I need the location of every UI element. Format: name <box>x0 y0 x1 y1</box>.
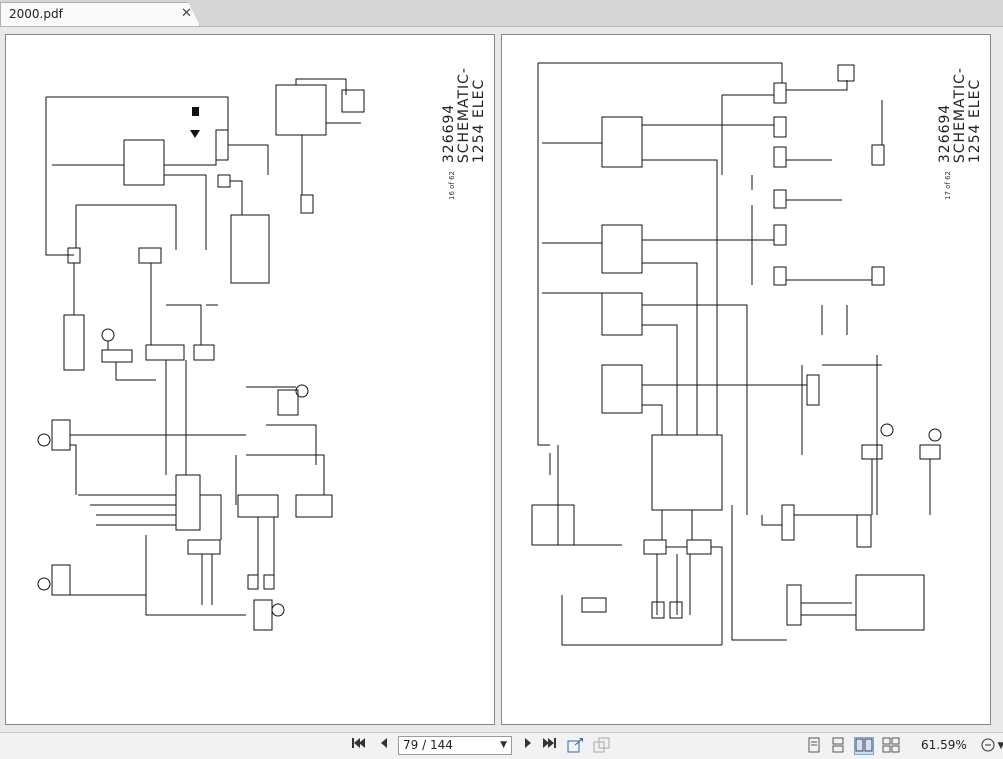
schematic-drawing-right <box>531 62 942 646</box>
drawing-number: 326694 <box>937 103 953 164</box>
continuous-view-icon[interactable] <box>830 737 846 755</box>
drawing-title-line-2: 1254 ELEC <box>471 78 487 164</box>
continuous-facing-view-icon[interactable] <box>882 737 900 755</box>
drawing-title-line-1: SCHEMATIC- <box>456 67 472 164</box>
bottom-toolbar: 79 / 144 ▼ 61.59% ▼ <box>0 732 1003 759</box>
sheet-number: 17 of 62 <box>944 171 952 201</box>
copy-page-icon <box>593 737 611 755</box>
chevron-down-icon[interactable]: ▼ <box>500 740 507 750</box>
drawing-title-line-1: SCHEMATIC- <box>952 67 968 164</box>
schematic-drawing-left <box>37 78 365 631</box>
drawing-title-block: 326694 SCHEMATIC- 1254 ELEC <box>441 67 487 164</box>
tab-title: 2000.pdf <box>9 7 63 21</box>
export-page-icon[interactable] <box>567 737 585 755</box>
tab-bar: 2000.pdf ✕ <box>0 0 1003 27</box>
close-icon[interactable]: ✕ <box>181 6 192 21</box>
document-tab[interactable]: 2000.pdf ✕ <box>0 2 200 26</box>
document-viewer[interactable]: 326694 SCHEMATIC- 1254 ELEC 16 of 62 <box>0 27 1003 732</box>
sheet-number: 16 of 62 <box>448 171 456 201</box>
previous-page-icon[interactable] <box>376 737 392 755</box>
zoom-level[interactable]: 61.59% <box>921 738 967 752</box>
last-page-icon[interactable] <box>542 737 558 755</box>
page-indicator: 79 / 144 <box>403 738 453 752</box>
next-page-icon[interactable] <box>520 737 536 755</box>
pdf-page-right: 326694 SCHEMATIC- 1254 ELEC 17 of 62 <box>501 34 991 725</box>
single-page-view-icon[interactable] <box>806 737 822 755</box>
drawing-title-block: 326694 SCHEMATIC- 1254 ELEC <box>937 67 983 164</box>
facing-view-icon[interactable] <box>854 737 874 755</box>
zoom-out-icon[interactable] <box>980 737 996 755</box>
page-number-field[interactable]: 79 / 144 ▼ <box>398 736 512 755</box>
first-page-icon[interactable] <box>350 737 366 755</box>
pdf-page-left: 326694 SCHEMATIC- 1254 ELEC 16 of 62 <box>5 34 495 725</box>
drawing-number: 326694 <box>441 103 457 164</box>
zoom-dropdown-icon[interactable]: ▼ <box>997 741 1003 751</box>
drawing-title-line-2: 1254 ELEC <box>967 78 983 164</box>
